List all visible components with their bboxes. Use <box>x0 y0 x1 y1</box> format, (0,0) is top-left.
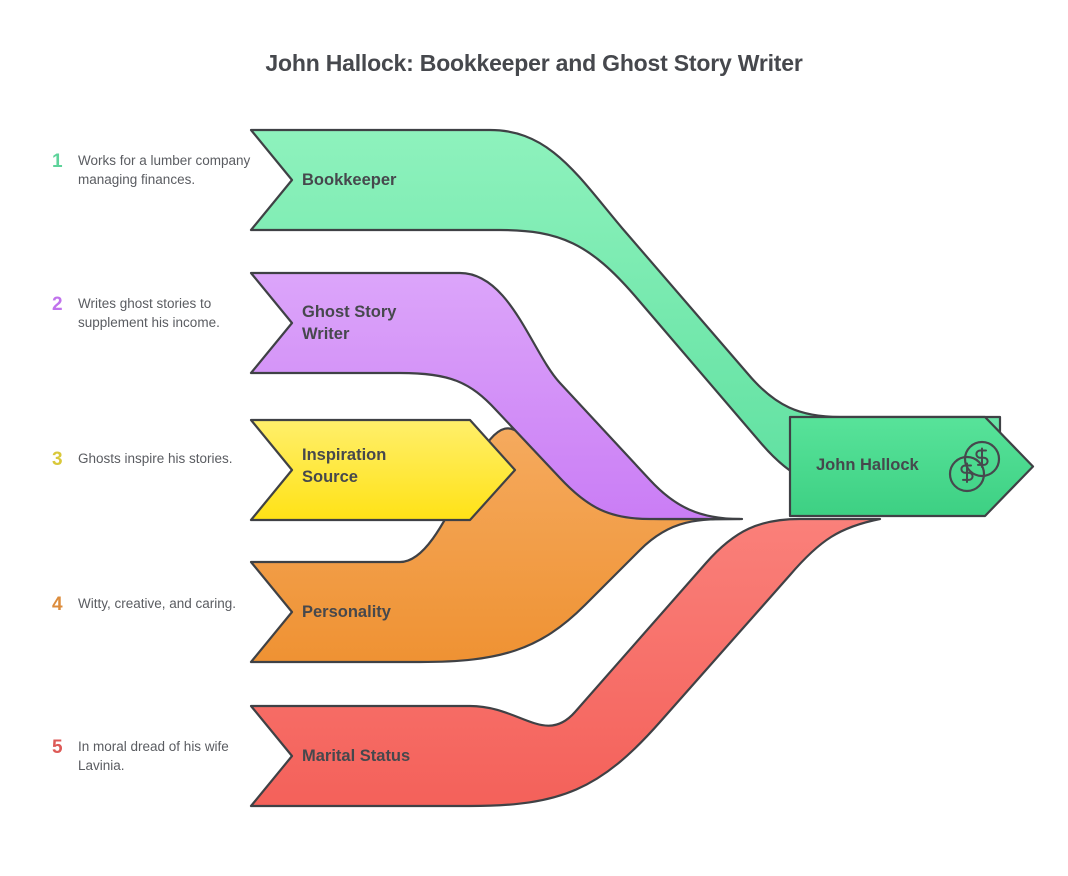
legend-description-5: In moral dread of his wife Lavinia. <box>78 739 229 773</box>
ribbon-path-inspiration-source <box>249 418 517 522</box>
legend-number-1: 1 <box>52 151 63 172</box>
ribbon-label-inspiration-source: Inspiration Source <box>302 446 387 486</box>
ribbon-path-marital-status <box>249 517 882 808</box>
legend-item-2: 2 Writes ghost stories to supplement his… <box>52 295 252 332</box>
legend-item-5: 5 In moral dread of his wife Lavinia. <box>52 738 252 775</box>
money-coins-icon <box>948 440 1001 493</box>
ribbon-label-marital-status: Marital Status <box>302 747 411 765</box>
final-node-label: John Hallock <box>816 456 919 474</box>
ribbon-label-bookkeeper: Bookkeeper <box>302 171 397 189</box>
legend-number-3: 3 <box>52 449 63 470</box>
legend-number-2: 2 <box>52 294 63 315</box>
ribbon-label-ghost-story-writer: Ghost Story Writer <box>302 303 397 343</box>
legend-description-2: Writes ghost stories to supplement his i… <box>78 296 220 330</box>
legend-number-4: 4 <box>52 594 63 615</box>
ribbon-path-ghost-story-writer <box>249 271 742 521</box>
legend-description-1: Works for a lumber company managing fina… <box>78 153 251 187</box>
ribbon-label-personality: Personality <box>302 603 391 621</box>
legend-description-3: Ghosts inspire his stories. <box>78 451 233 466</box>
page-title: John Hallock: Bookkeeper and Ghost Story… <box>265 50 803 76</box>
legend-item-4: 4 Witty, creative, and caring. <box>52 595 252 614</box>
legend-item-1: 1 Works for a lumber company managing fi… <box>52 152 252 189</box>
legend-description-4: Witty, creative, and caring. <box>78 596 237 611</box>
legend-item-3: 3 Ghosts inspire his stories. <box>52 450 252 469</box>
legend-number-5: 5 <box>52 737 63 758</box>
